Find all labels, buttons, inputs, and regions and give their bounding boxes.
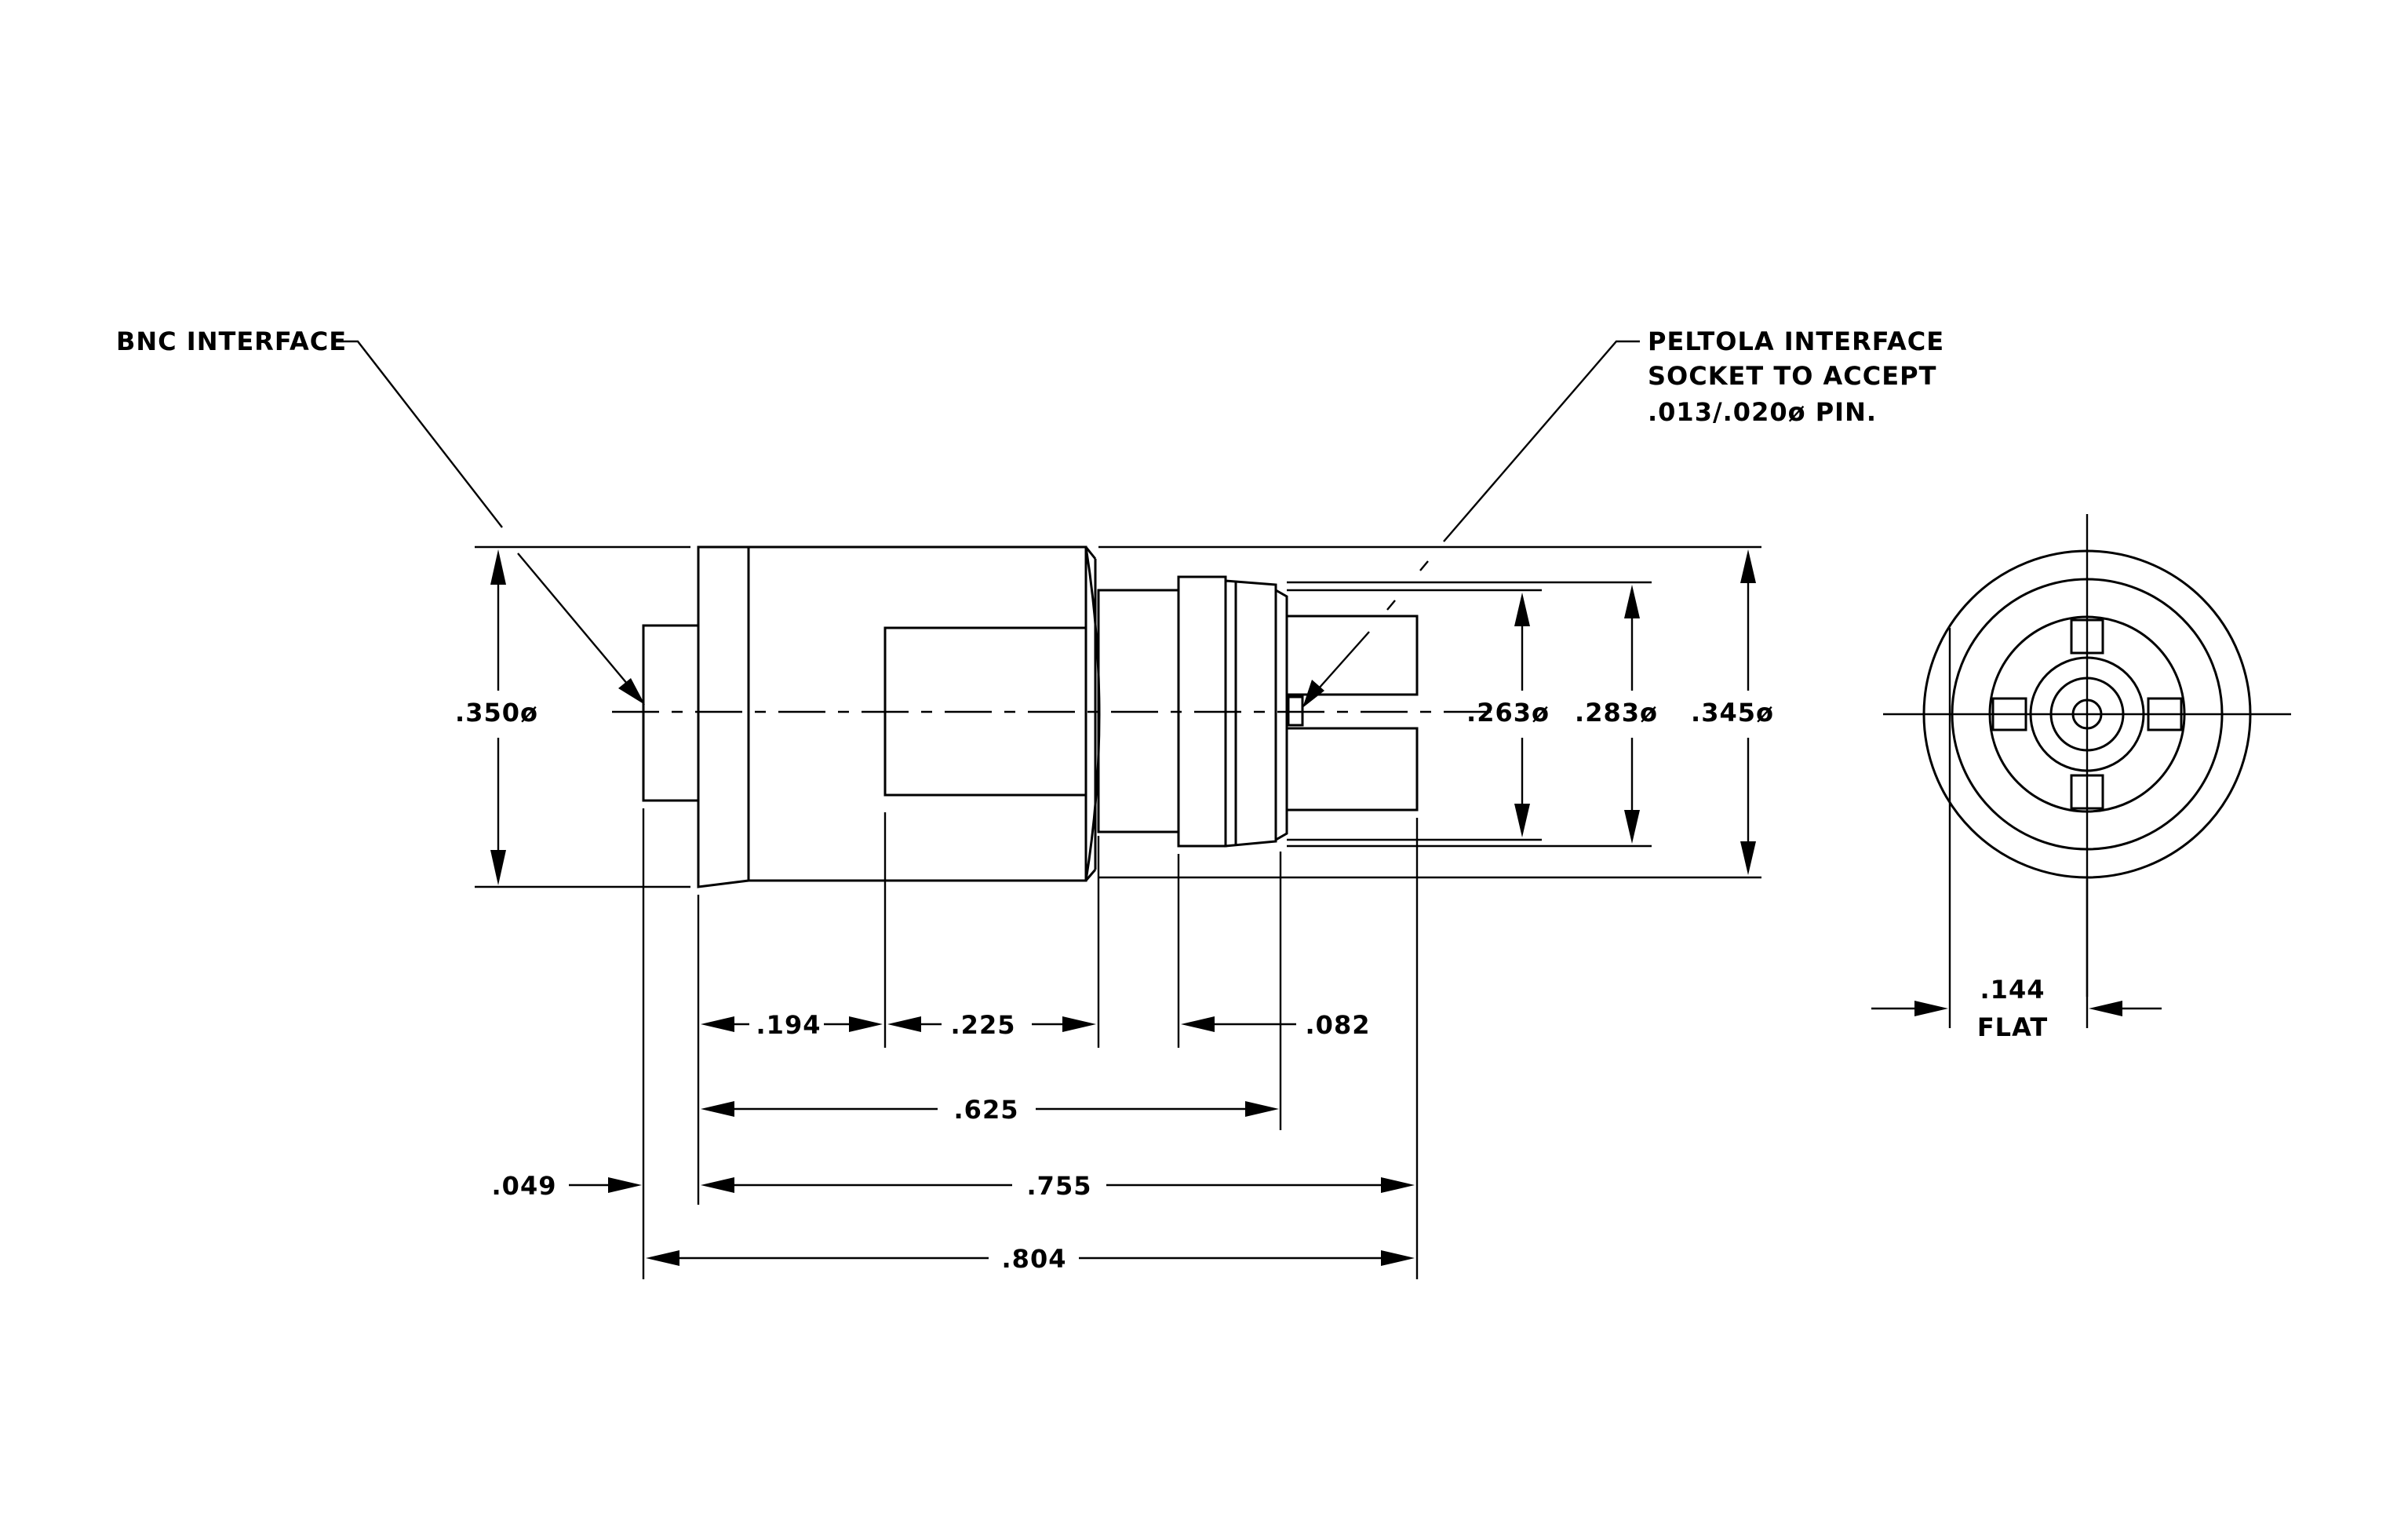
arrowhead-icon: [1740, 841, 1756, 875]
arrowhead-icon: [490, 850, 506, 885]
dim-194-label: .194: [756, 1010, 821, 1040]
arrowhead-icon: [701, 1177, 734, 1193]
bnc-callout: BNC INTERFACE: [116, 326, 645, 705]
arrowhead-icon: [618, 678, 645, 705]
dim-flat-value: .144: [1980, 975, 2046, 1005]
dim-350: .350ø: [455, 549, 538, 885]
dim-804-label: .804: [1002, 1244, 1067, 1274]
end-view: [1883, 514, 2291, 1028]
arrowhead-icon: [1381, 1177, 1415, 1193]
dim-225: .225: [887, 1010, 1096, 1040]
side-view: [642, 545, 1419, 888]
arrowhead-icon: [1381, 1250, 1415, 1266]
arrowhead-icon: [1062, 1016, 1096, 1032]
dim-049: .049: [492, 1171, 642, 1201]
arrowhead-icon: [1914, 1001, 1948, 1016]
dim-345-label: .345ø: [1691, 698, 1774, 728]
dim-flat-label: FLAT: [1977, 1012, 2048, 1042]
arrowhead-icon: [701, 1016, 734, 1032]
dim-345: .345ø: [1691, 549, 1774, 875]
peltola-line-2: SOCKET TO ACCEPT: [1648, 361, 1936, 391]
peltola-line-3: .013/.020ø PIN.: [1648, 397, 1877, 427]
dim-194: .194: [701, 1010, 883, 1040]
arrowhead-icon: [1514, 804, 1530, 837]
bnc-interface-label: BNC INTERFACE: [116, 326, 347, 356]
dim-755-label: .755: [1027, 1171, 1092, 1201]
dim-263-label: .263ø: [1466, 698, 1550, 728]
arrowhead-icon: [701, 1101, 734, 1117]
arrowhead-icon: [849, 1016, 883, 1032]
dim-625: .625: [701, 1095, 1279, 1125]
dim-263: .263ø: [1466, 593, 1550, 837]
dim-283-label: .283ø: [1575, 698, 1658, 728]
arrowhead-icon: [646, 1250, 679, 1266]
peltola-line-1: PELTOLA INTERFACE: [1648, 326, 1944, 356]
arrowhead-icon: [1302, 680, 1324, 708]
dim-flat: .144 FLAT: [1871, 975, 2162, 1042]
arrowhead-icon: [1624, 810, 1640, 844]
arrowhead-icon: [1245, 1101, 1279, 1117]
dim-625-label: .625: [954, 1095, 1019, 1125]
arrowhead-icon: [1181, 1016, 1215, 1032]
arrowhead-icon: [887, 1016, 921, 1032]
arrowhead-icon: [1514, 593, 1530, 626]
dim-082: .082: [1181, 1010, 1371, 1040]
arrowhead-icon: [490, 549, 506, 585]
dim-755: .755: [701, 1171, 1415, 1201]
arrowhead-icon: [1624, 585, 1640, 618]
dim-283: .283ø: [1575, 585, 1658, 844]
dim-225-label: .225: [951, 1010, 1016, 1040]
arrowhead-icon: [2089, 1001, 2122, 1016]
arrowhead-icon: [1740, 549, 1756, 583]
dim-350-label: .350ø: [455, 698, 538, 728]
extension-lines: [475, 545, 1761, 1279]
dim-049-label: .049: [492, 1171, 557, 1201]
peltola-callout: PELTOLA INTERFACE SOCKET TO ACCEPT .013/…: [1302, 326, 1944, 708]
dim-082-label: .082: [1306, 1010, 1371, 1040]
arrowhead-icon: [608, 1177, 642, 1193]
dim-804: .804: [646, 1244, 1415, 1274]
